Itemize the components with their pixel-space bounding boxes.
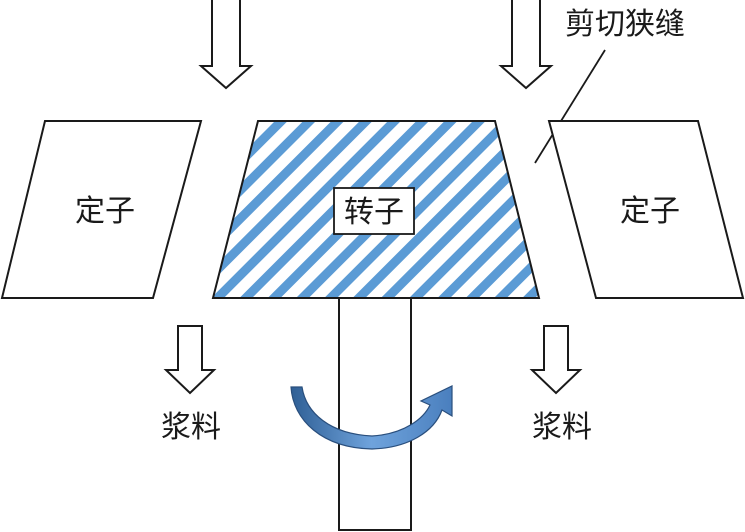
slurry-left-label: 浆料 xyxy=(161,410,221,445)
slurry-right-label: 浆料 xyxy=(532,410,592,445)
shaft xyxy=(338,297,412,531)
rotation-arrow xyxy=(290,385,453,450)
stator-right-label: 定子 xyxy=(620,194,680,229)
stator-left-shape xyxy=(0,120,203,299)
stator-right-shape xyxy=(547,120,745,299)
stator-left-label: 定子 xyxy=(75,194,135,229)
outflow-arrow-right xyxy=(529,325,583,395)
shear-gap-label: 剪切狭缝 xyxy=(565,7,685,42)
outflow-arrow-left xyxy=(163,325,217,395)
rotor-label-box xyxy=(333,187,415,235)
rotor-label: 转子 xyxy=(344,195,404,230)
shear-gap-leader-line xyxy=(534,49,606,164)
inflow-arrow-right xyxy=(498,0,554,90)
inflow-arrow-left xyxy=(198,0,254,90)
